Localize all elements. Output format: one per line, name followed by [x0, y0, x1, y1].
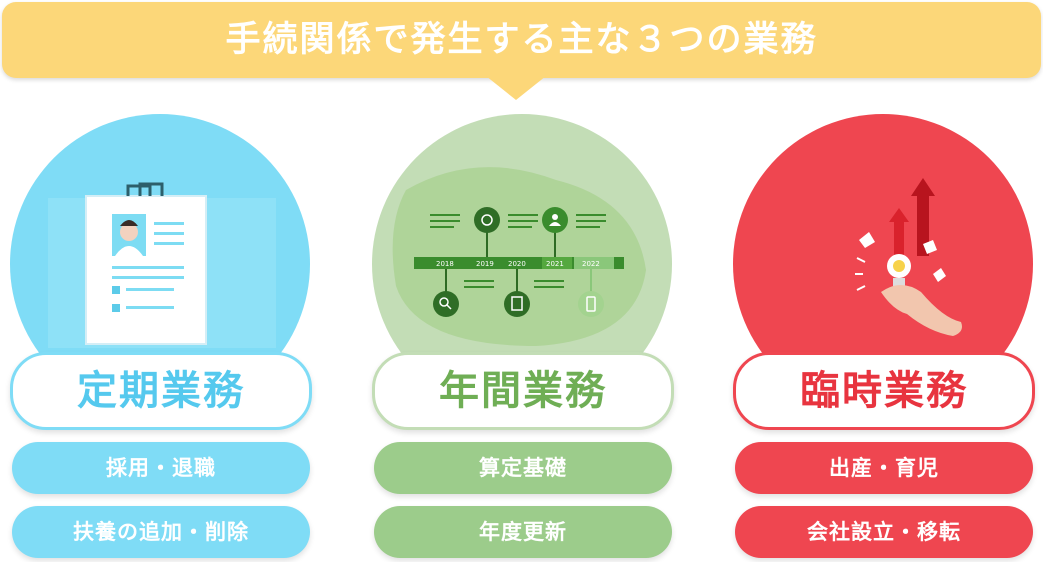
item-temporary-1: 出産・育児 — [735, 442, 1033, 494]
lightbulb-hand-illustration — [855, 178, 962, 336]
item-annual-2: 年度更新 — [374, 506, 672, 558]
page-title: 手続関係で発生する主な３つの業務 — [225, 20, 818, 60]
title-annual: 年間業務 — [372, 352, 674, 430]
year-2020: 2020 — [508, 260, 526, 268]
clipboard-illustration — [48, 182, 276, 348]
item-temporary-2: 会社設立・移転 — [735, 506, 1033, 558]
year-2019: 2019 — [476, 260, 494, 268]
title-temporary: 臨時業務 — [733, 352, 1035, 430]
item-regular-1: 採用・退職 — [12, 442, 310, 494]
header-banner — [2, 2, 1041, 78]
timeline-illustration: 2018 2019 2020 2021 2022 — [392, 167, 646, 346]
year-2018: 2018 — [436, 260, 454, 268]
column-regular: 定期業務 採用・退職 扶養の追加・削除 — [0, 0, 320, 562]
column-temporary: 臨時業務 出産・育児 会社設立・移転 — [723, 0, 1043, 562]
item-annual-1: 算定基礎 — [374, 442, 672, 494]
year-2022: 2022 — [582, 260, 600, 268]
column-annual: 2018 2019 2020 2021 2022 年間業務 — [362, 0, 682, 562]
title-regular: 定期業務 — [10, 352, 312, 430]
banner-pointer — [486, 76, 546, 100]
item-regular-2: 扶養の追加・削除 — [12, 506, 310, 558]
year-2021: 2021 — [546, 260, 564, 268]
